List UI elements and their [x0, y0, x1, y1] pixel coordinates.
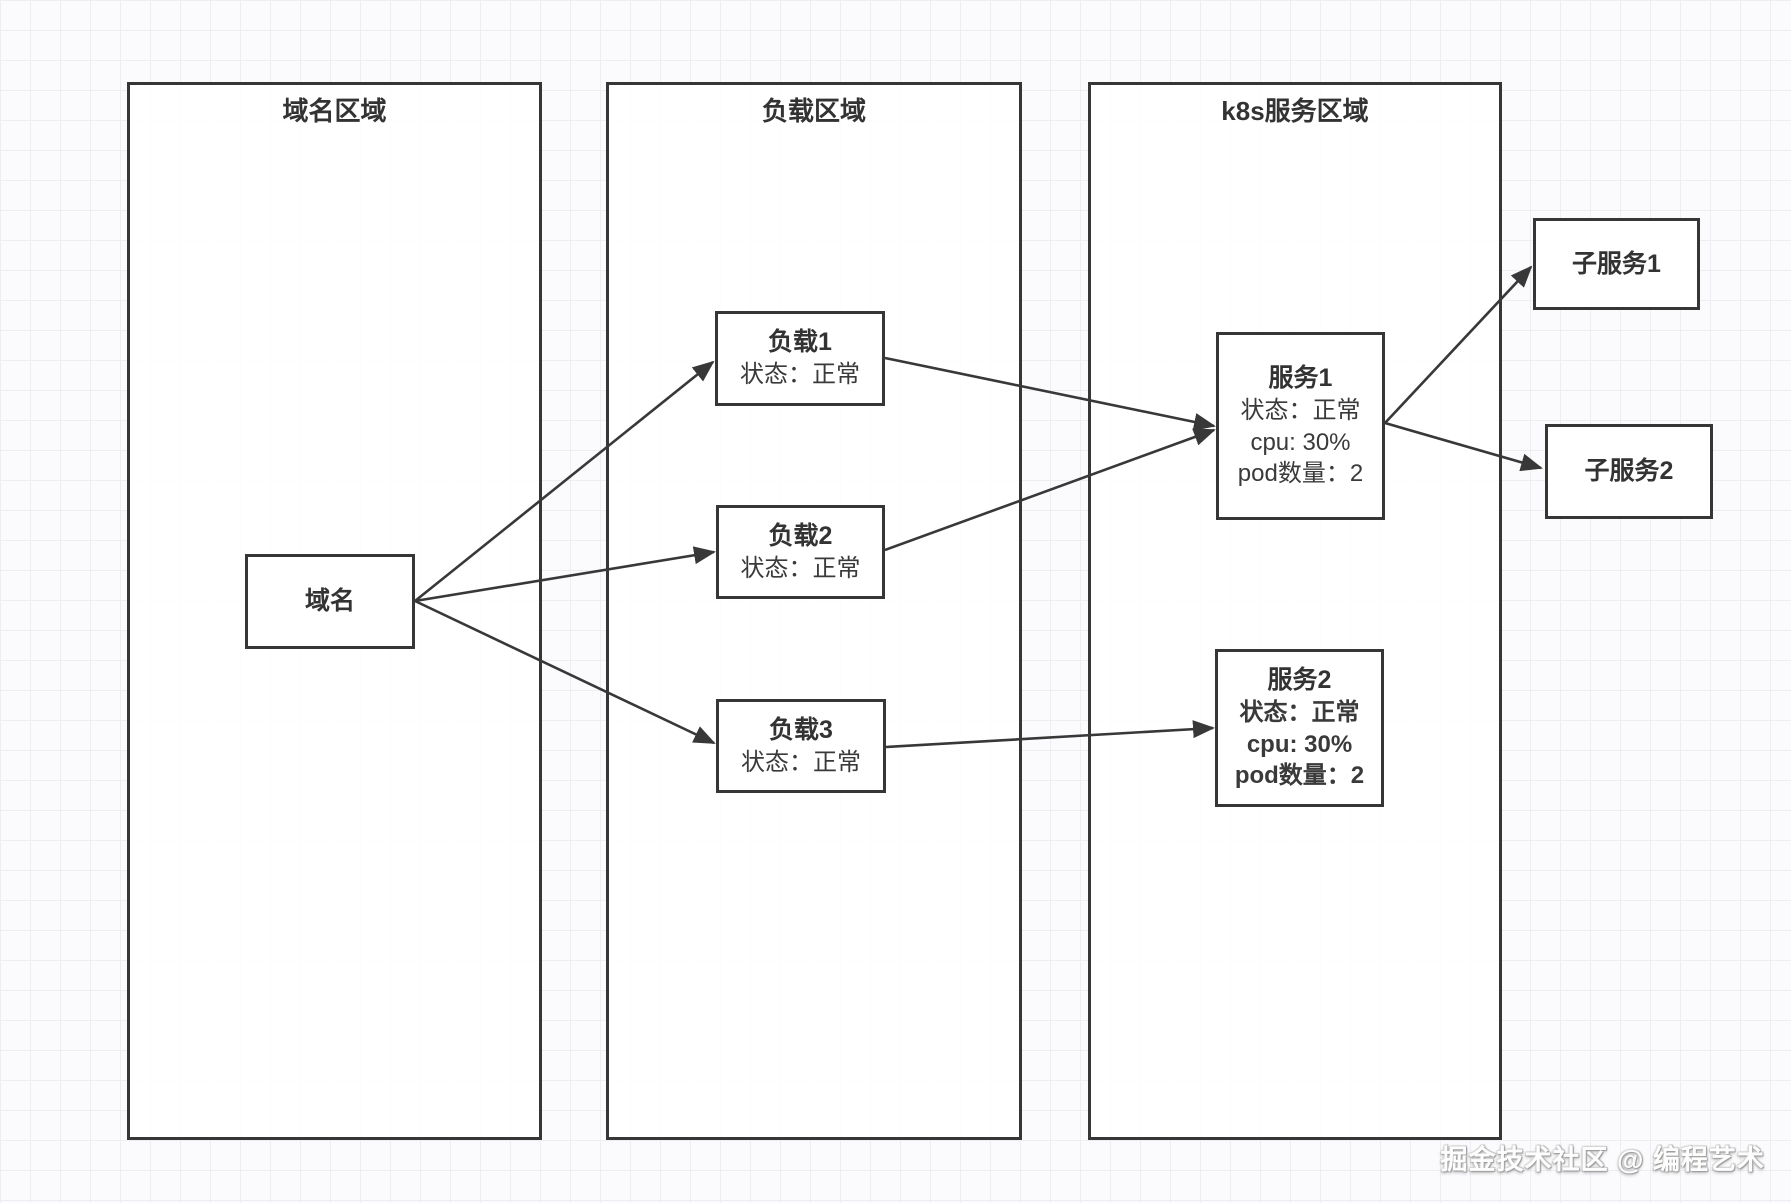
- region-domain-title: 域名区域: [282, 96, 387, 126]
- node-load3-title: 负载3: [769, 715, 833, 744]
- node-subservice2-title: 子服务2: [1584, 457, 1674, 485]
- region-load: 负载区域: [606, 82, 1022, 1140]
- edge-load3-service2: [885, 720, 1215, 749]
- node-service2-title: 服务2: [1267, 665, 1332, 694]
- watermark-text: 掘金技术社区 @ 编程艺术: [1440, 1145, 1765, 1175]
- edge-load1-service1: [884, 356, 1216, 431]
- edge-domain-load2: [414, 546, 716, 603]
- edge-domain-load3: [414, 599, 716, 745]
- node-domain-title: 域名: [304, 587, 355, 615]
- node-service1-title: 服务1: [1268, 363, 1333, 392]
- edge-load2-service1: [884, 428, 1216, 552]
- node-load2: 负载2 状态：正常: [716, 505, 885, 599]
- region-load-title: 负载区域: [761, 96, 866, 126]
- node-service2: 服务2 状态：正常 cpu: 30% pod数量：2: [1215, 649, 1384, 807]
- node-subservice1: 子服务1: [1533, 218, 1700, 310]
- node-domain: 域名: [245, 554, 415, 649]
- node-load1-status: 状态：正常: [740, 361, 860, 389]
- node-service1: 服务1 状态：正常 cpu: 30% pod数量：2: [1216, 332, 1385, 520]
- node-service2-status: 状态：正常: [1239, 698, 1360, 726]
- node-service1-cpu: cpu: 30%: [1250, 428, 1351, 456]
- node-subservice1-title: 子服务1: [1572, 249, 1661, 278]
- region-k8s-title: k8s服务区域: [1221, 96, 1369, 126]
- region-k8s: k8s服务区域: [1088, 82, 1502, 1140]
- node-load2-title: 负载2: [768, 521, 833, 550]
- node-load3: 负载3 状态：正常: [716, 699, 886, 793]
- node-load1: 负载1 状态：正常: [715, 311, 885, 406]
- node-load1-title: 负载1: [768, 328, 832, 357]
- node-service2-pods: pod数量：2: [1234, 762, 1365, 790]
- node-service2-cpu: cpu: 30%: [1246, 730, 1353, 758]
- node-subservice2: 子服务2: [1545, 424, 1713, 519]
- edge-service1-subservice2: [1384, 421, 1543, 472]
- edge-domain-load1: [414, 360, 715, 603]
- node-load2-status: 状态：正常: [740, 554, 861, 582]
- node-load3-status: 状态：正常: [741, 748, 861, 776]
- node-service1-pods: pod数量：2: [1237, 460, 1364, 488]
- node-service1-status: 状态：正常: [1240, 396, 1361, 424]
- edge-service1-subservice1: [1384, 265, 1533, 424]
